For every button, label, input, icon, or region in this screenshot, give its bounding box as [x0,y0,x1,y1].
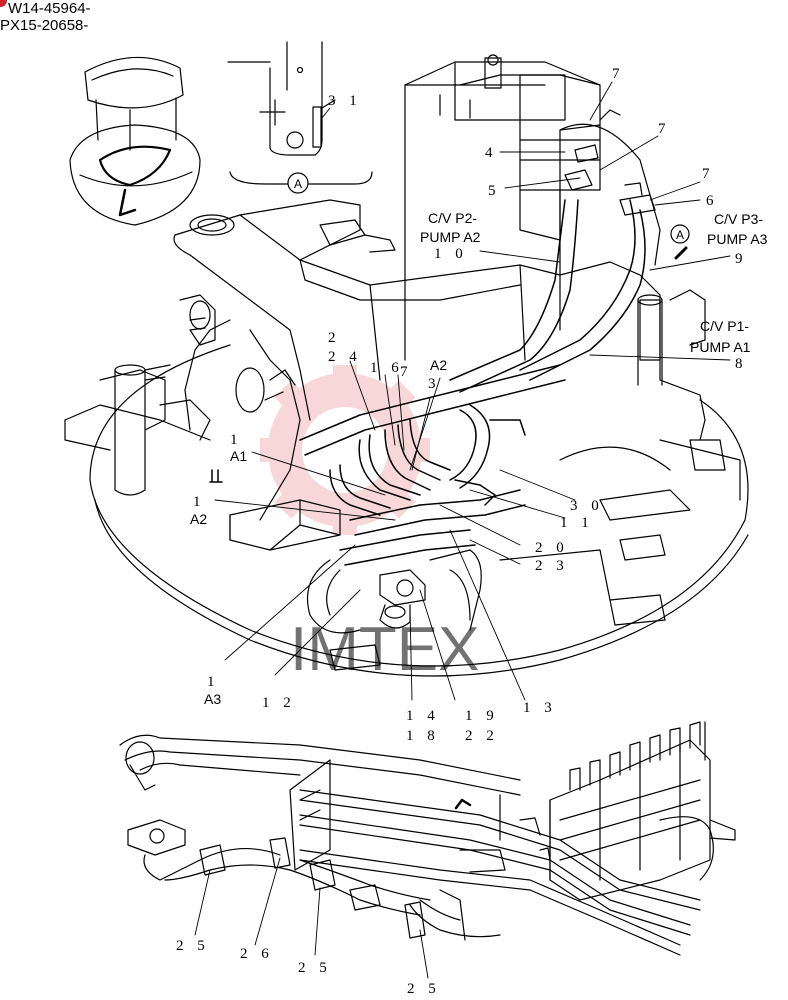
upper-frame [173,199,706,521]
label-cv-p1-1: C/V P1- [700,318,749,334]
callout-19: 1 9 [465,708,499,724]
callout-1b: 1 [193,494,206,510]
detail-a-letter: A [294,177,302,191]
control-valve-assembly [404,54,661,361]
serial-range-text-2: PX15-20658- [0,17,88,34]
callout-3: 3 [428,376,441,392]
callout-30: 3 0 [570,498,604,514]
callout-14: 1 4 [406,708,440,724]
label-a2-top: A2 [430,357,447,373]
watermark-logo: IMTEX [260,365,479,684]
label-cv-p3-1: C/V P3- [714,211,763,227]
callout-7a: 7 [612,66,625,82]
label-a1: A1 [230,448,247,464]
serial-marker-dot [0,0,7,7]
callout-18: 1 8 [406,728,440,744]
label-a3: A3 [204,691,221,707]
reference-arrow [454,798,472,810]
callout-7d: 7 [400,364,413,380]
callout-1a: 1 [230,432,243,448]
support-posts [114,294,663,496]
callout-1c: 1 [207,674,220,690]
lower-exploded-view [119,734,701,956]
view-arrow [674,246,688,260]
callout-10: 1 0 [434,246,468,262]
callout-12: 1 2 [262,695,296,711]
label-cv-p1-2: PUMP A1 [690,339,751,355]
callout-2: 2 [328,330,341,346]
connection-arrow [209,469,223,483]
callout-5: 5 [488,183,501,199]
svg-text:IMTEX: IMTEX [290,615,479,684]
callout-20: 2 0 [535,540,569,556]
label-a2: A2 [190,511,207,527]
callout-22: 2 2 [465,728,499,744]
callout-31: 3 1 [328,93,362,109]
callout-7c: 7 [702,166,715,182]
label-cv-p2-2: PUMP A2 [420,229,481,245]
callout-26: 2 6 [240,946,274,962]
callout-23: 2 3 [535,558,569,574]
callout-numbers: 3 1 7 7 7 4 5 6 1 0 9 8 2 2 4 1 6 7 3 1 … [176,66,748,997]
callout-6: 6 [706,193,719,209]
detail-a [227,41,373,194]
serial-from: W14-45964- [8,0,91,17]
turntable-frame [64,294,749,677]
valve-fittings [564,109,656,216]
callout-16: 1 6 [370,360,404,376]
callout-4: 4 [485,145,498,161]
callout-25c: 2 5 [407,981,441,997]
callout-25b: 2 5 [298,960,332,976]
port-labels: C/V P2- PUMP A2 C/V P3- PUMP A3 C/V P1- … [190,210,768,707]
label-cv-p3-2: PUMP A3 [707,231,768,247]
leader-lines [194,81,731,979]
view-a-marker [670,224,690,244]
callout-24: 2 4 [328,349,362,365]
callout-7b: 7 [658,121,671,137]
callout-11: 1 1 [560,515,594,531]
callout-25a: 2 5 [176,938,210,954]
label-cv-p2-1: C/V P2- [428,210,477,226]
callout-9: 9 [735,251,748,267]
center-swivel-joint [229,499,482,634]
lower-control-valve [499,721,736,901]
serial-to: PX15-20658- [0,17,89,34]
view-a-letter: A [676,228,684,242]
hydraulic-hoses [299,199,646,566]
callout-13: 1 3 [523,700,557,716]
callout-8: 8 [735,356,748,372]
machine-thumbnail [69,56,201,226]
serial-range-text: W14-45964- [0,0,91,17]
